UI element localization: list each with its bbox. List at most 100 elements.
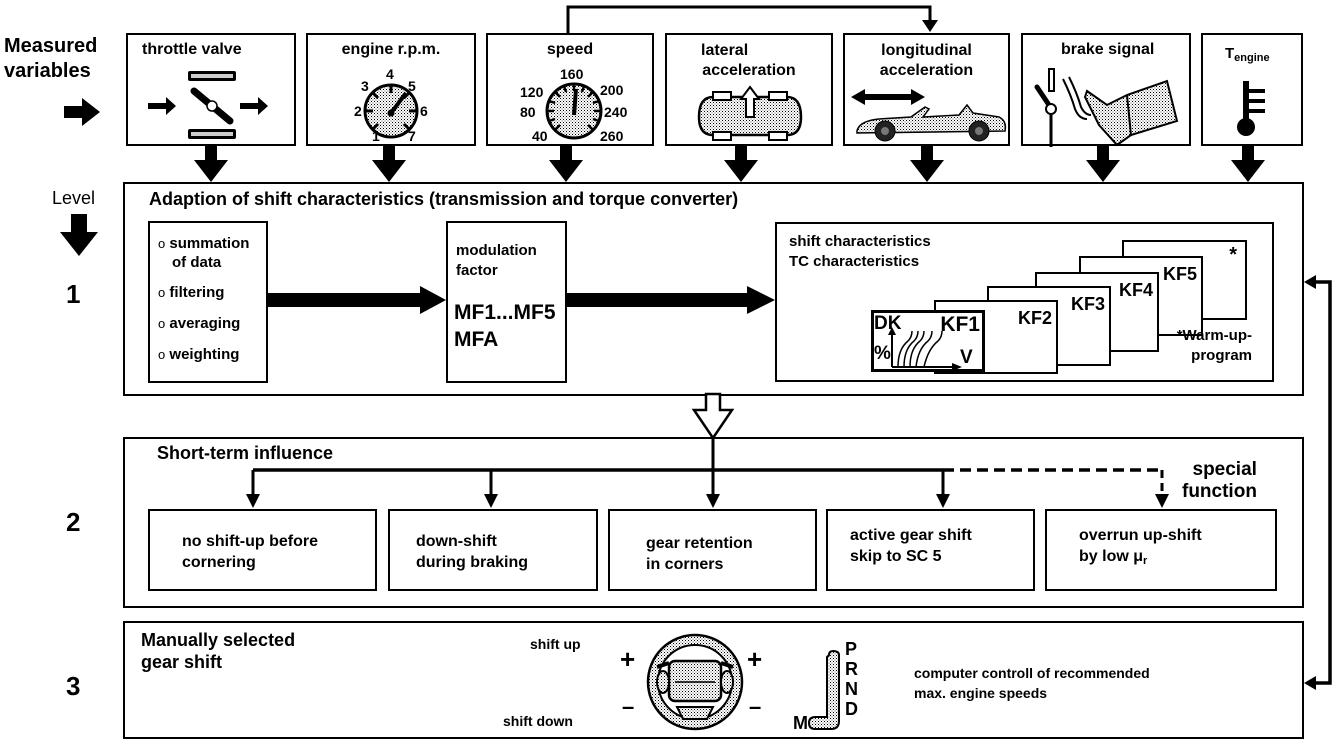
function-active-gear-shift: active gear shift skip to SC 5 (826, 509, 1035, 591)
characteristics-title: shift characteristics TC characteristics (789, 232, 931, 272)
characteristics-title-line2: TC characteristics (789, 253, 920, 270)
down-arrow-icon (372, 146, 406, 182)
function-label-line2: during braking (416, 554, 528, 571)
rpm-scale-6: 6 (420, 103, 428, 119)
level3-description-line1: computer controll of recommended (914, 665, 1150, 681)
processing-item-averaging: o averaging (158, 313, 249, 334)
special-function-line1: special (1192, 459, 1257, 480)
mu-subscript: r (1143, 555, 1148, 567)
map-card-label: KF3 (1070, 294, 1105, 314)
steering-wheel-icon (646, 633, 744, 731)
map-axis-y-label: DK (874, 313, 902, 334)
function-label: active gear shift skip to SC 5 (850, 525, 972, 567)
processing-item-label: weighting (169, 346, 240, 363)
feedback-arrow-up-icon (1304, 275, 1316, 289)
sensor-label: brake signal (1061, 41, 1155, 58)
branch-arrow-icon (936, 494, 950, 508)
sensor-label: Tengine (1225, 45, 1270, 64)
processing-item-summation: o summation (158, 233, 249, 254)
tachometer-icon: 1 2 3 4 5 6 7 (354, 66, 428, 144)
level3-title-line1: Manually selected (141, 630, 296, 650)
bullet: o (158, 285, 166, 300)
rpm-scale-7: 7 (408, 128, 416, 144)
modulation-to-characteristics-arrow (567, 286, 775, 314)
right-plus-paddle: + (747, 644, 763, 674)
branch-arrow-icon (246, 494, 260, 508)
sensor-speed: speed 40 80 120 160 200 240 260 (486, 33, 654, 146)
processing-item-summation-cont: of data (158, 252, 249, 273)
modulation-value-mfa: MFA (454, 328, 499, 351)
branch-arrow-icon (706, 494, 720, 508)
map-axis-x-label: V (960, 347, 973, 368)
sensor-engine-rpm: engine r.p.m. 1 2 3 4 5 6 7 (306, 33, 476, 146)
gate-position-d: D (845, 699, 858, 719)
sensor-label-main: T (1225, 45, 1235, 62)
speedometer-icon: 40 80 120 160 200 240 260 (520, 66, 628, 144)
sensor-down-arrows (194, 146, 1265, 182)
sensor-label: speed (546, 41, 594, 58)
level1-to-level2-arrow (691, 392, 735, 441)
map-axis-y-unit: % (874, 343, 891, 364)
gate-manual-label: M (793, 713, 808, 733)
processing-item-label: summation (169, 235, 250, 252)
bullet: o (158, 347, 166, 362)
sensor-brake-signal: brake signal (1021, 33, 1191, 147)
level3-description: computer controll of recommended max. en… (914, 663, 1150, 703)
warmup-footnote-line1: *Warm-up- (1176, 327, 1252, 344)
modulation-factor-box: modulation factor MF1...MF5 MFA (446, 221, 567, 383)
level-label: Level (52, 188, 96, 208)
characteristics-title-line1: shift characteristics (789, 233, 931, 250)
function-label-line2: in corners (646, 556, 724, 573)
level-1-number: 1 (66, 279, 81, 309)
function-label-line1: active gear shift (850, 527, 972, 544)
rpm-scale-2: 2 (354, 103, 362, 119)
gate-positions: P R N D (845, 639, 858, 719)
level3-panel: Manually selected gear shift shift up sh… (123, 621, 1304, 739)
sensor-label: lateral acceleration (667, 41, 831, 81)
sensor-label-line2: acceleration (702, 62, 796, 79)
function-label: gear retention in corners (646, 533, 753, 575)
map-card-label: KF5 (1162, 264, 1197, 284)
modulation-label-line1: modulation (456, 242, 537, 259)
down-arrow-icon (1086, 146, 1120, 182)
level-2-number: 2 (66, 507, 81, 537)
throttle-valve-icon (148, 71, 268, 139)
rpm-scale-5: 5 (408, 78, 416, 94)
sensor-engine-temperature: Tengine (1201, 33, 1303, 146)
warmup-footnote: *Warm-up- program (1177, 326, 1252, 366)
warmup-footnote-line2: program (1191, 347, 1252, 364)
sensor-label: engine r.p.m. (341, 41, 441, 58)
left-plus-paddle: + (620, 644, 636, 674)
processing-to-modulation-arrow (268, 286, 446, 314)
sensor-label-line1: longitudinal (881, 42, 972, 59)
function-gear-retention-in-corners: gear retention in corners (608, 509, 817, 591)
map-card-label: KF2 (1017, 308, 1052, 328)
level3-title-line2: gear shift (141, 652, 223, 672)
bullet: o (158, 236, 166, 251)
map-card-label: KF4 (1118, 280, 1153, 300)
level1-title: Adaption of shift characteristics (trans… (149, 189, 739, 209)
level3-title: Manually selected gear shift (141, 629, 295, 673)
gate-position-r: R (845, 659, 858, 679)
function-label-line1: overrun up-shift (1079, 527, 1202, 544)
down-arrow-icon (194, 146, 228, 182)
function-label: no shift-up before cornering (182, 531, 318, 573)
sensor-label: longitudinal acceleration (845, 41, 1008, 81)
sensor-lateral-acceleration: lateral acceleration (665, 33, 833, 146)
function-label-text: by low μ (1079, 548, 1144, 565)
feedback-arrow-down-icon (1304, 676, 1316, 690)
sensor-label: throttle valve (142, 41, 242, 58)
rpm-scale-1: 1 (372, 128, 380, 144)
right-minus-paddle: – (749, 694, 762, 719)
gate-position-p: P (845, 639, 858, 659)
function-label-line1: no shift-up before (182, 533, 318, 550)
shift-up-label: shift up (530, 636, 581, 652)
speed-to-longitudinal-connector (566, 5, 938, 33)
map-card-kf1: DK KF1 % V (871, 310, 985, 372)
shift-map-curves-icon (888, 327, 962, 371)
processing-item-filtering: o filtering (158, 282, 249, 303)
speed-scale-260: 260 (600, 128, 624, 144)
measured-variables-line1: Measured (4, 35, 98, 57)
